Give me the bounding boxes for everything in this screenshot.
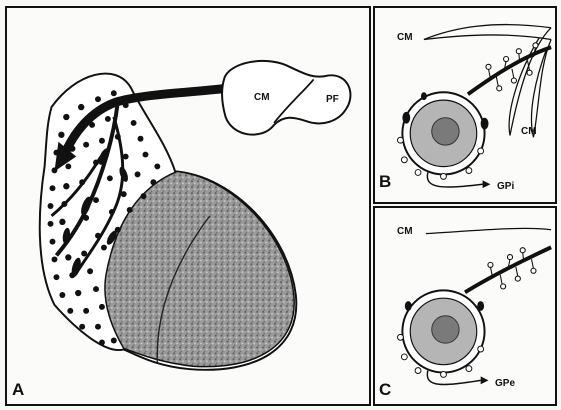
neuron-nucleus bbox=[432, 316, 459, 343]
label-cm-b-top: CM bbox=[397, 32, 413, 43]
label-cm-b-bottom: CM bbox=[521, 126, 537, 137]
panel-c: CM GPe C bbox=[373, 206, 557, 406]
panel-a: CM PF A bbox=[5, 6, 371, 406]
cm-fiber bbox=[426, 228, 551, 233]
label-gpe: GPe bbox=[495, 378, 515, 389]
label-gpi: GPi bbox=[497, 181, 514, 192]
panel-c-letter: C bbox=[379, 380, 391, 400]
neuron-nucleus bbox=[432, 118, 459, 145]
gpi-arrow bbox=[483, 180, 491, 188]
panel-b: CM CM GPi B bbox=[373, 6, 557, 204]
panel-c-drawing bbox=[375, 208, 555, 404]
cm-fiber-2 bbox=[424, 35, 551, 40]
label-pf-a: PF bbox=[326, 94, 339, 105]
dendrite bbox=[465, 247, 551, 292]
panel-a-letter: A bbox=[12, 380, 24, 400]
panel-b-letter: B bbox=[379, 172, 391, 192]
label-cm-a: CM bbox=[254, 92, 270, 103]
panel-a-drawing bbox=[7, 8, 369, 404]
label-cm-c: CM bbox=[397, 226, 413, 237]
dendrite bbox=[468, 47, 551, 94]
gpe-arrow bbox=[481, 376, 489, 384]
